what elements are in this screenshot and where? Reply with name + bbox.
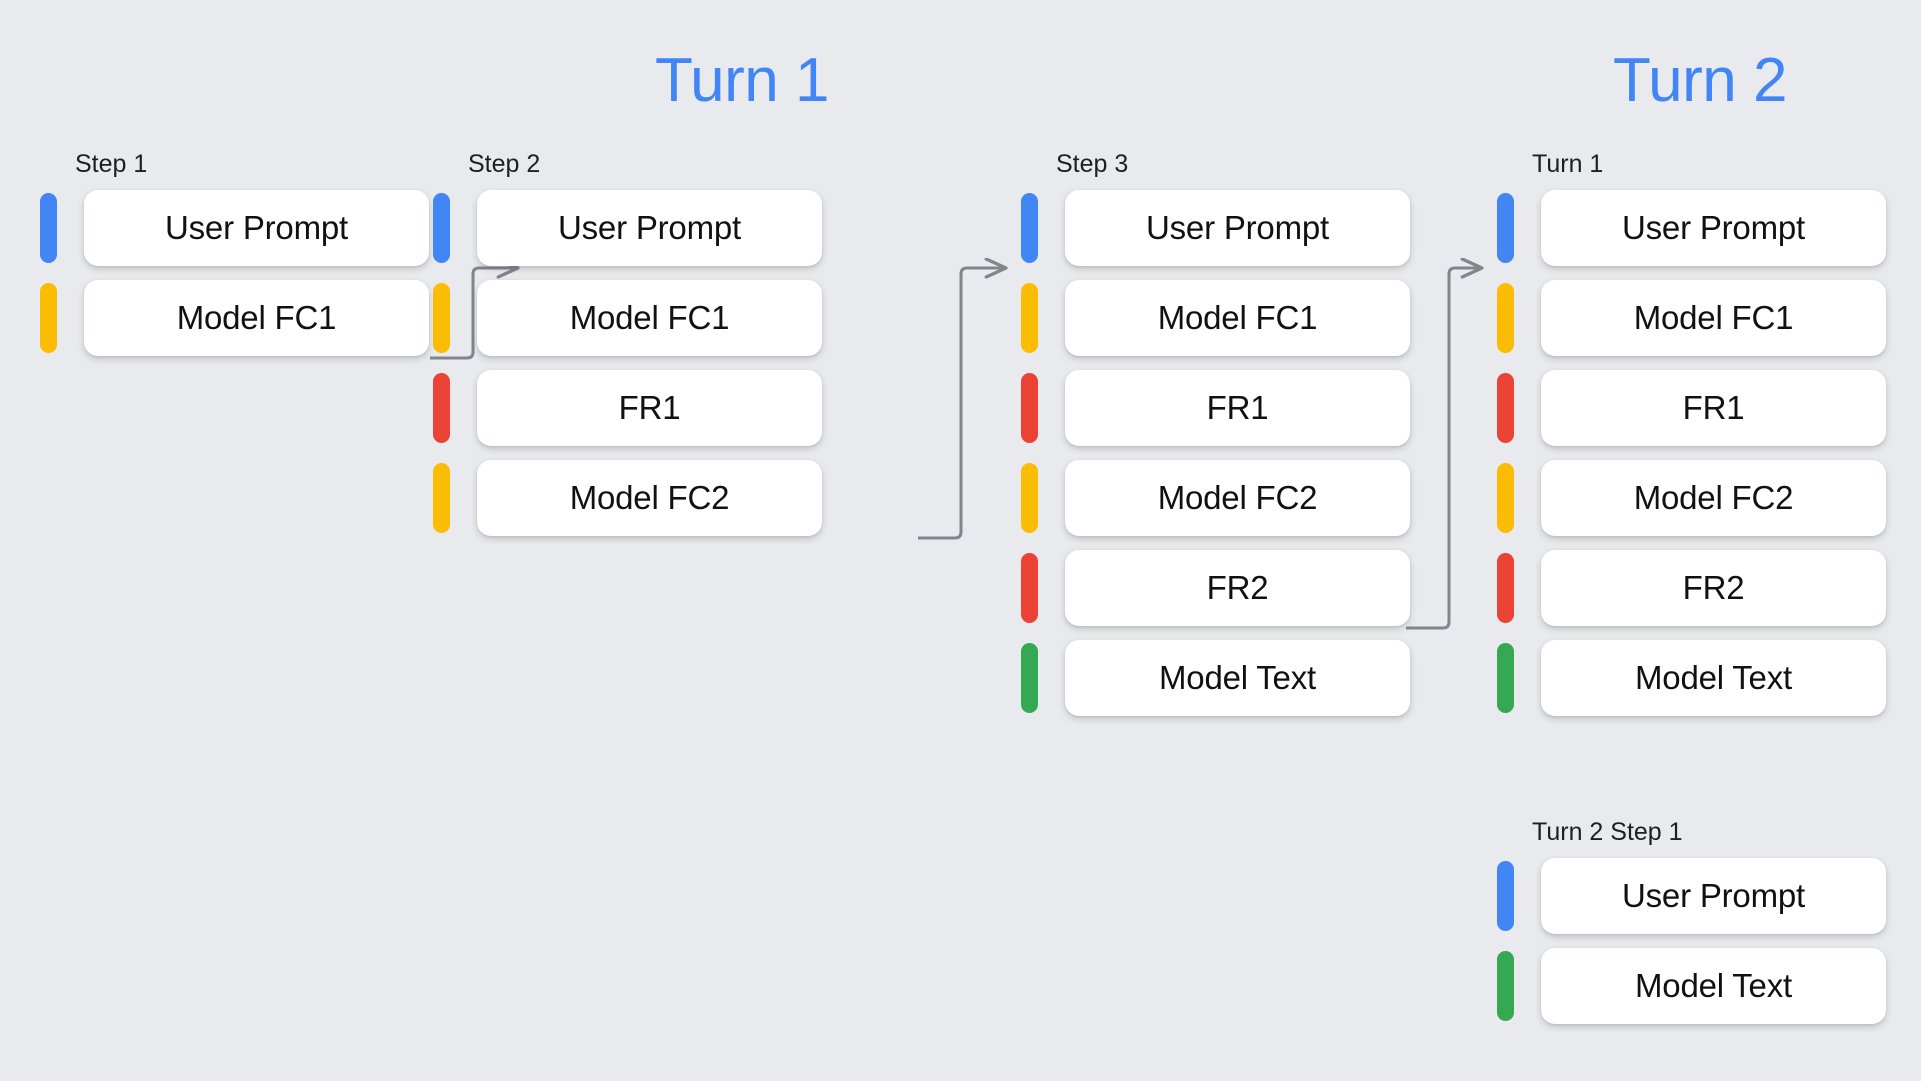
color-bar-red-icon: [1497, 373, 1514, 443]
message-box[interactable]: Model Text: [1541, 640, 1886, 716]
color-bar-blue-icon: [433, 193, 450, 263]
message-box[interactable]: Model FC1: [477, 280, 822, 356]
message-box[interactable]: Model FC1: [84, 280, 429, 356]
color-bar-red-icon: [1021, 373, 1038, 443]
arrow-step2-to-step3: [918, 268, 1006, 540]
heading-turn-2: Turn 2: [1613, 46, 1787, 115]
column-label-col-step-1: Step 1: [75, 150, 148, 178]
message-box[interactable]: Model FC1: [1065, 280, 1410, 356]
message-box[interactable]: Model FC2: [1541, 460, 1886, 536]
row-user-prompt[interactable]: User Prompt: [433, 190, 822, 266]
row-model-text[interactable]: Model Text: [1497, 948, 1886, 1024]
color-bar-red-icon: [1497, 553, 1514, 623]
heading-turn-1: Turn 1: [655, 46, 829, 115]
row-model-fc1[interactable]: Model FC1: [1021, 280, 1410, 356]
color-bar-yellow-icon: [1021, 463, 1038, 533]
row-model-fc1[interactable]: Model FC1: [433, 280, 822, 356]
message-box[interactable]: FR1: [1065, 370, 1410, 446]
color-bar-green-icon: [1497, 951, 1514, 1021]
row-user-prompt[interactable]: User Prompt: [1497, 190, 1886, 266]
row-model-fc1[interactable]: Model FC1: [40, 280, 429, 356]
color-bar-blue-icon: [1497, 193, 1514, 263]
row-model-fc2[interactable]: Model FC2: [1497, 460, 1886, 536]
color-bar-green-icon: [1497, 643, 1514, 713]
color-bar-yellow-icon: [1497, 283, 1514, 353]
arrow-step3-to-turn1: [1406, 268, 1482, 630]
row-user-prompt[interactable]: User Prompt: [1021, 190, 1410, 266]
row-fr2[interactable]: FR2: [1497, 550, 1886, 626]
message-box[interactable]: FR2: [1065, 550, 1410, 626]
column-label-col-step-3: Step 3: [1056, 150, 1129, 178]
message-box[interactable]: User Prompt: [1541, 190, 1886, 266]
message-box[interactable]: User Prompt: [477, 190, 822, 266]
color-bar-green-icon: [1021, 643, 1038, 713]
message-box[interactable]: FR2: [1541, 550, 1886, 626]
message-box[interactable]: User Prompt: [84, 190, 429, 266]
color-bar-yellow-icon: [433, 463, 450, 533]
color-bar-blue-icon: [1021, 193, 1038, 263]
color-bar-yellow-icon: [433, 283, 450, 353]
row-model-fc1[interactable]: Model FC1: [1497, 280, 1886, 356]
color-bar-blue-icon: [1497, 861, 1514, 931]
message-box[interactable]: Model Text: [1065, 640, 1410, 716]
message-box[interactable]: User Prompt: [1065, 190, 1410, 266]
message-box[interactable]: User Prompt: [1541, 858, 1886, 934]
row-fr2[interactable]: FR2: [1021, 550, 1410, 626]
message-box[interactable]: FR1: [1541, 370, 1886, 446]
message-box[interactable]: Model FC1: [1541, 280, 1886, 356]
column-label-col-turn-2-step-1: Turn 2 Step 1: [1532, 818, 1683, 846]
row-fr1[interactable]: FR1: [1497, 370, 1886, 446]
color-bar-red-icon: [433, 373, 450, 443]
color-bar-blue-icon: [40, 193, 57, 263]
column-label-col-turn-1: Turn 1: [1532, 150, 1604, 178]
color-bar-yellow-icon: [40, 283, 57, 353]
row-model-text[interactable]: Model Text: [1497, 640, 1886, 716]
row-fr1[interactable]: FR1: [1021, 370, 1410, 446]
color-bar-red-icon: [1021, 553, 1038, 623]
color-bar-yellow-icon: [1021, 283, 1038, 353]
message-box[interactable]: Model FC2: [477, 460, 822, 536]
row-model-fc2[interactable]: Model FC2: [433, 460, 822, 536]
row-user-prompt[interactable]: User Prompt: [40, 190, 429, 266]
row-user-prompt[interactable]: User Prompt: [1497, 858, 1886, 934]
row-fr1[interactable]: FR1: [433, 370, 822, 446]
column-label-col-step-2: Step 2: [468, 150, 541, 178]
message-box[interactable]: FR1: [477, 370, 822, 446]
row-model-fc2[interactable]: Model FC2: [1021, 460, 1410, 536]
message-box[interactable]: Model Text: [1541, 948, 1886, 1024]
color-bar-yellow-icon: [1497, 463, 1514, 533]
message-box[interactable]: Model FC2: [1065, 460, 1410, 536]
row-model-text[interactable]: Model Text: [1021, 640, 1410, 716]
